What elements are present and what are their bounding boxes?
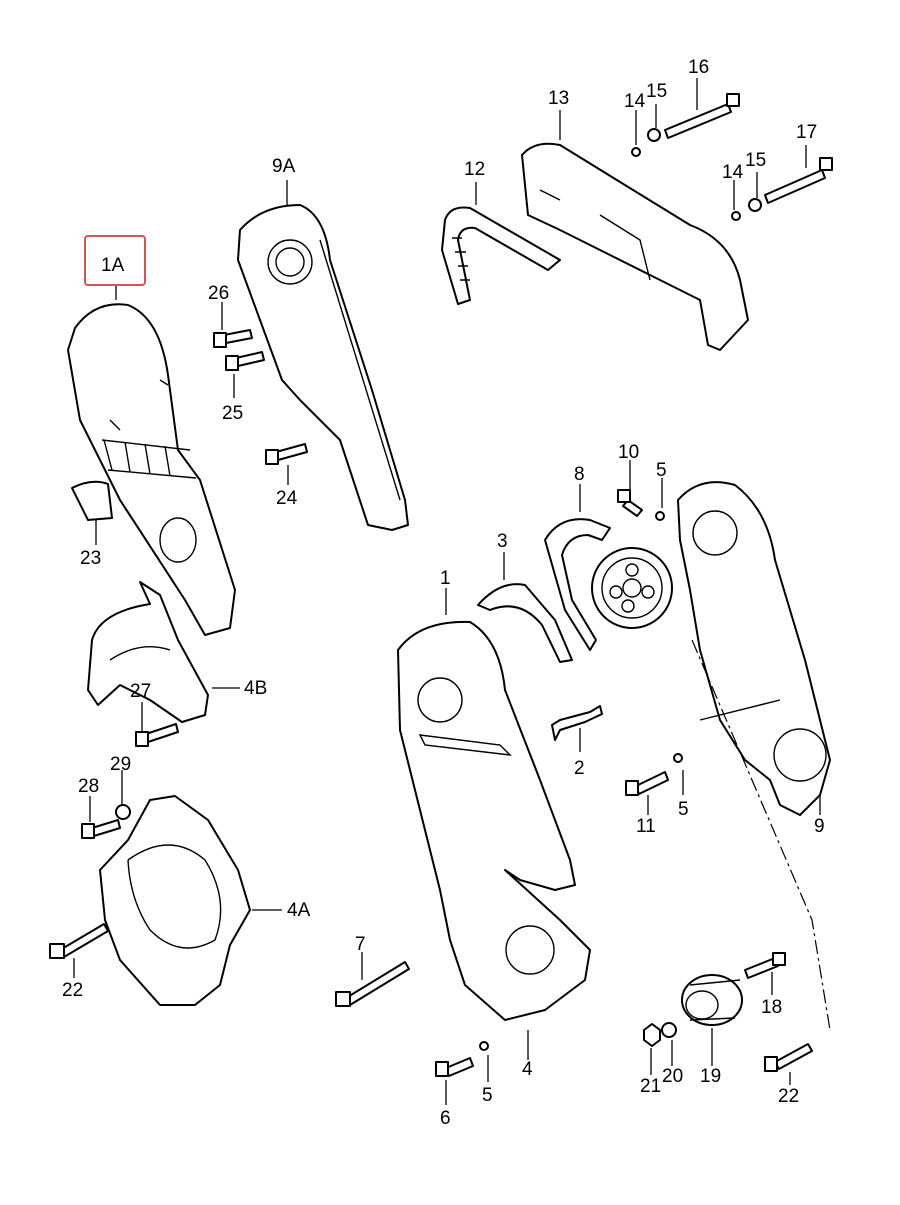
part-13-upper-cover[interactable] bbox=[521, 142, 749, 351]
bolt-10[interactable] bbox=[617, 489, 643, 517]
nut-21[interactable] bbox=[643, 1023, 661, 1047]
clip-5-bottom[interactable] bbox=[479, 1041, 489, 1051]
part-23-clip[interactable] bbox=[71, 480, 113, 521]
callout-5-mid: 5 bbox=[678, 799, 689, 820]
callout-12: 12 bbox=[464, 159, 485, 180]
bolt-28[interactable] bbox=[81, 819, 121, 839]
bolt-27[interactable] bbox=[135, 723, 179, 747]
callout-14-top: 14 bbox=[624, 91, 646, 112]
bolt-17[interactable] bbox=[764, 157, 833, 204]
callout-4: 4 bbox=[522, 1059, 533, 1080]
callout-20: 20 bbox=[662, 1066, 683, 1087]
callout-14-right: 14 bbox=[722, 162, 744, 183]
callout-17: 17 bbox=[796, 122, 817, 143]
callout-4a: 4A bbox=[287, 900, 311, 921]
part-1a-upper-cover[interactable] bbox=[67, 303, 236, 636]
alignment-line bbox=[691, 639, 831, 1031]
callout-8: 8 bbox=[574, 464, 585, 485]
callout-labels: 1A 9A 12 13 14 15 16 14 15 17 26 25 24 2… bbox=[62, 57, 825, 1129]
clip-5-mid[interactable] bbox=[673, 753, 683, 763]
callout-26: 26 bbox=[208, 283, 229, 304]
callout-23: 23 bbox=[80, 548, 101, 569]
callout-6: 6 bbox=[440, 1108, 451, 1129]
part-1-lower-cover[interactable] bbox=[397, 620, 591, 1021]
part-12-timing-belt[interactable] bbox=[441, 206, 561, 305]
callout-13: 13 bbox=[548, 88, 569, 109]
callout-29: 29 bbox=[110, 754, 131, 775]
bolt-22-right[interactable] bbox=[764, 1043, 813, 1072]
callout-1: 1 bbox=[440, 568, 451, 589]
callout-22-left: 22 bbox=[62, 980, 83, 1001]
callout-25: 25 bbox=[222, 403, 243, 424]
callout-9: 9 bbox=[814, 816, 825, 837]
callout-28: 28 bbox=[78, 776, 99, 797]
callout-18: 18 bbox=[761, 997, 782, 1018]
bolt-16[interactable] bbox=[664, 93, 740, 139]
washer-15b[interactable] bbox=[748, 198, 762, 212]
callout-24: 24 bbox=[276, 488, 298, 509]
callout-15-top: 15 bbox=[646, 81, 667, 102]
clip-5-top[interactable] bbox=[655, 511, 665, 521]
bolt-6[interactable] bbox=[435, 1057, 474, 1077]
part-4a-lower-cover[interactable] bbox=[99, 795, 251, 1006]
callout-7: 7 bbox=[355, 934, 366, 955]
part-3-guard[interactable] bbox=[477, 583, 573, 663]
callout-3: 3 bbox=[497, 531, 508, 552]
part-9-rear-plate[interactable] bbox=[677, 481, 831, 816]
leader-lines bbox=[73, 78, 821, 1105]
washer-20[interactable] bbox=[661, 1022, 677, 1038]
bolt-24[interactable] bbox=[265, 443, 308, 465]
callout-19: 19 bbox=[700, 1066, 721, 1087]
callout-22-right: 22 bbox=[778, 1086, 799, 1107]
callout-4b: 4B bbox=[244, 678, 267, 699]
highlight-box-1a[interactable] bbox=[84, 235, 146, 286]
part-9a-rear-panel[interactable] bbox=[237, 204, 409, 531]
callout-27: 27 bbox=[130, 681, 151, 702]
clip-14b[interactable] bbox=[731, 211, 741, 221]
bolt-22-left[interactable] bbox=[49, 923, 109, 959]
part-8-belt[interactable] bbox=[544, 518, 611, 651]
clip-14a[interactable] bbox=[631, 147, 641, 157]
callout-10: 10 bbox=[618, 442, 639, 463]
callout-11: 11 bbox=[636, 816, 656, 837]
callout-5-top: 5 bbox=[656, 460, 667, 481]
part-4b-middle-cover[interactable] bbox=[87, 581, 209, 723]
washer-15a[interactable] bbox=[647, 128, 661, 142]
camshaft-sprocket[interactable] bbox=[591, 547, 673, 629]
part-2-clip[interactable] bbox=[551, 705, 603, 741]
bolt-18[interactable] bbox=[744, 952, 786, 979]
callout-16: 16 bbox=[688, 57, 709, 78]
bolt-7[interactable] bbox=[335, 961, 410, 1007]
washer-29[interactable] bbox=[115, 804, 131, 820]
bolt-11[interactable] bbox=[625, 771, 669, 796]
callout-9a: 9A bbox=[272, 156, 296, 177]
callout-5-bottom: 5 bbox=[482, 1085, 493, 1106]
callout-21: 21 bbox=[640, 1076, 661, 1097]
callout-1a: 1A bbox=[101, 255, 125, 276]
bolt-26[interactable] bbox=[213, 329, 253, 348]
bolt-25[interactable] bbox=[225, 351, 265, 371]
part-19-tensioner[interactable] bbox=[681, 974, 743, 1026]
callout-2: 2 bbox=[574, 758, 585, 779]
callout-15-right: 15 bbox=[745, 150, 766, 171]
